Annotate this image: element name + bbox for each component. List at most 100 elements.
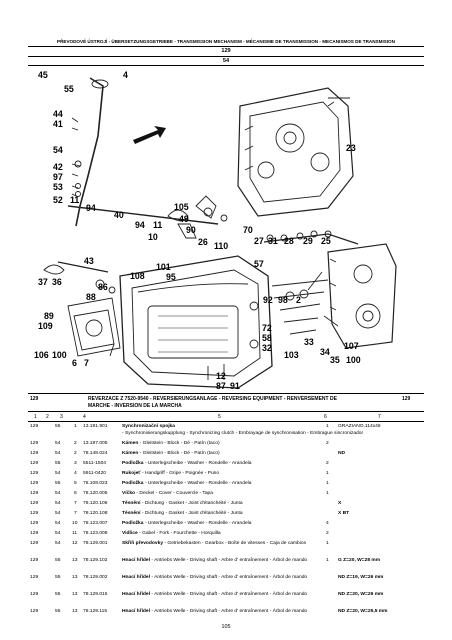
part-name: Skříň převodovky (122, 541, 164, 546)
cell-description: Kámen - Gleitstein - Block - Dé - Patín … (122, 451, 334, 458)
callout-11-b: 11 (153, 220, 163, 230)
parts-illustration (43, 77, 397, 389)
columns-rule-top (28, 411, 424, 412)
page-number: 105 (221, 624, 231, 630)
table-row: 129 55 3 5511-1504 Podložka - Unterlegsc… (0, 461, 452, 471)
cell-quantity: 1 (326, 471, 329, 476)
cell-part-number: 78.129.002 (83, 575, 108, 580)
callout-27: 27 (254, 236, 264, 246)
cell-description: Těsnění - Dichtung - Gasket - Joint d'ét… (122, 501, 334, 508)
section-title-line1: REVERZACE Z 7520-9540 - REVERSIERUNGSANL… (88, 396, 337, 402)
cell-subgroup: 54 (55, 531, 61, 536)
cell-quantity: 2 (326, 441, 329, 446)
callout-49: 49 (179, 214, 189, 224)
callout-98: 98 (278, 295, 288, 305)
cell-description: Hnací hřídel - Antriebs Welle - Driving … (122, 575, 334, 582)
cell-quantity: 4 (326, 521, 329, 526)
cell-group: 129 (30, 531, 39, 536)
cell-group: 129 (30, 575, 39, 580)
callout-91: 91 (230, 381, 240, 391)
cell-position: 5 (74, 481, 77, 486)
cell-position: 4 (74, 471, 77, 476)
part-name: Rukojeť (122, 471, 141, 476)
section-title-line2: MARCHE - INVERSION DE LA MARCHA (88, 403, 182, 409)
callout-29: 29 (303, 236, 313, 246)
callout-101: 101 (156, 262, 171, 272)
table-row: 129 54 11 78.123.008 Vidlice - Gabel - F… (0, 531, 452, 541)
callout-12: 12 (216, 371, 226, 381)
callout-89: 89 (44, 311, 54, 321)
callout-94: 94 (86, 203, 96, 213)
callout-36: 36 (52, 277, 62, 287)
cell-subgroup: 54 (55, 471, 61, 476)
cell-position: 13 (72, 575, 78, 580)
table-row: 129 55 5 78.108.023 Podložka - Unterlegs… (0, 481, 452, 491)
cell-description: Hnací hřídel - Antriebs Welle - Driving … (122, 609, 334, 616)
cell-description: Skříň převodovky - Getriebekasten - Gear… (122, 541, 334, 548)
callout-103: 103 (284, 350, 299, 360)
callout-10: 10 (148, 232, 158, 242)
exploded-parts-drawing: 45 4 55 44 41 54 42 97 53 52 11 94 40 94… (28, 66, 424, 392)
cell-note: ND Z=20, W=26 mm (338, 592, 384, 597)
table-row: 129 54 7 78.120.108 Těsnění - Dichtung -… (0, 511, 452, 521)
part-translation: - Dichtung - Gasket - Joint d'étanchéité… (140, 511, 243, 516)
cell-subgroup: 55 (55, 592, 61, 597)
part-translation: - Unterlegscheibe - Washer - Rondelle - … (143, 481, 252, 486)
col-head-5: 5 (218, 414, 221, 420)
cell-note: X (338, 501, 342, 506)
part-name: Hnací hřídel (122, 575, 150, 580)
callout-52: 52 (53, 195, 63, 205)
callout-90: 90 (186, 225, 196, 235)
cell-position: 13 (72, 592, 78, 597)
table-row: 129 55 13 78.129.015 Hnací hřídel - Antr… (0, 592, 452, 602)
cell-subgroup: 54 (55, 491, 61, 496)
cell-position: 13 (72, 609, 78, 614)
header-rule-mid (28, 56, 424, 57)
cell-subgroup: 54 (55, 501, 61, 506)
cell-subgroup: 54 (55, 541, 61, 546)
part-name: Podložka (122, 521, 144, 526)
callout-94-b: 94 (135, 220, 145, 230)
subgroup-number: 54 (222, 58, 230, 64)
cell-quantity: 1 (326, 491, 329, 496)
table-row: 129 54 2 13.197.005 Kámen - Gleitstein -… (0, 441, 452, 451)
cell-description: Podložka - Unterlegscheibe - Washer - Ro… (122, 461, 334, 468)
section-group-right: 129 (402, 396, 411, 402)
cell-subgroup: 54 (55, 511, 61, 516)
part-translation: - Antriebs Welle - Driving shaft - Arbre… (150, 592, 308, 597)
part-name: Synchronizační spojka (122, 424, 175, 429)
callout-7: 7 (84, 358, 89, 368)
callout-109: 109 (38, 321, 53, 331)
part-translation: - Gabel - Fork - Fourchette - Horquilla (137, 531, 221, 536)
callout-43: 43 (84, 256, 94, 266)
part-translation: - Dichtung - Gasket - Joint d'étanchéité… (140, 501, 243, 506)
callout-45: 45 (38, 70, 48, 80)
section-group: 129 (30, 396, 39, 402)
header-rule-top (28, 46, 424, 47)
callout-92: 92 (263, 295, 273, 305)
part-name: Hnací hřídel (122, 609, 150, 614)
cell-position: 2 (74, 441, 77, 446)
table-row: 129 54 7 78.120.106 Těsnění - Dichtung -… (0, 501, 452, 511)
cell-subgroup: 55 (55, 558, 61, 563)
callout-100: 100 (52, 350, 67, 360)
cell-part-number: 78.129.001 (83, 541, 108, 546)
callout-105: 105 (174, 202, 189, 212)
cell-part-number: 13.191.901 (83, 424, 108, 429)
table-row: 129 54 12 78.129.001 Skříň převodovky - … (0, 541, 452, 551)
callout-31: 31 (268, 236, 278, 246)
callout-70: 70 (243, 225, 253, 235)
callout-32: 32 (262, 343, 272, 353)
cell-description: Rukojeť - Handgriff - Gripe - Poignée - … (122, 471, 334, 478)
cell-part-number: 78.108.023 (83, 481, 108, 486)
cell-subgroup: 55 (55, 575, 61, 580)
cell-position: 3 (74, 461, 77, 466)
callout-58: 58 (262, 333, 272, 343)
table-row: 129 54 4 5911-0420 Rukojeť - Handgriff -… (0, 471, 452, 481)
cell-quantity: 1 (326, 541, 329, 546)
columns-rule-bottom (28, 421, 424, 422)
cell-group: 129 (30, 471, 39, 476)
part-name: Těsnění (122, 511, 141, 516)
cell-position: 2 (74, 451, 77, 456)
part-name: Kámen (122, 451, 139, 456)
